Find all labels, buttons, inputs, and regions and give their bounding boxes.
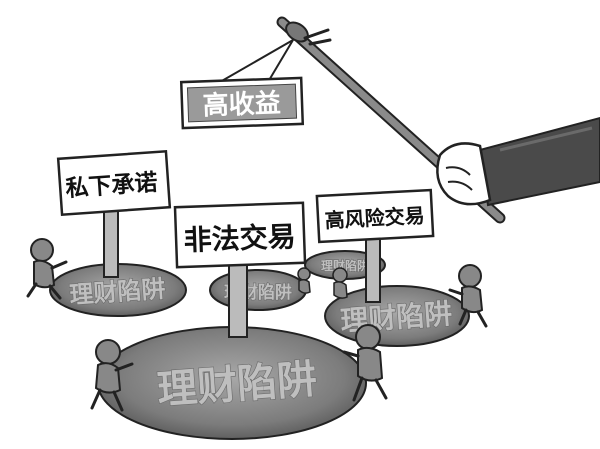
figure-main-right [342, 324, 388, 402]
trap-pit-main: 理财陷阱 [97, 326, 367, 440]
sign-private-promise: 私下承诺 [56, 149, 172, 278]
figure-back-small [332, 267, 348, 299]
figure-mid-small [297, 267, 311, 294]
sign-high-return-label: 高收益 [202, 88, 281, 122]
trap-pit-right: 理财陷阱 [324, 285, 470, 347]
trap-label-back: 理财陷阱 [321, 258, 369, 273]
figure-main-left [90, 339, 134, 412]
figure-right [448, 264, 488, 328]
sign-illegal-trading-label: 非法交易 [183, 220, 296, 257]
hand-holding-rod [436, 116, 600, 207]
sign-high-risk-trading: 高风险交易 [315, 188, 435, 303]
sign-illegal-trading: 非法交易 [173, 201, 307, 338]
trap-pit-middle: 理财陷阱 [209, 269, 307, 311]
sign-high-return: 高收益 [179, 76, 305, 130]
sign-private-promise-label: 私下承诺 [65, 170, 159, 202]
trap-pit-left: 理财陷阱 [49, 263, 187, 317]
figure-left-top [26, 238, 68, 300]
sign-high-risk-trading-label: 高风险交易 [324, 203, 425, 232]
trap-label-left: 理财陷阱 [69, 275, 167, 310]
